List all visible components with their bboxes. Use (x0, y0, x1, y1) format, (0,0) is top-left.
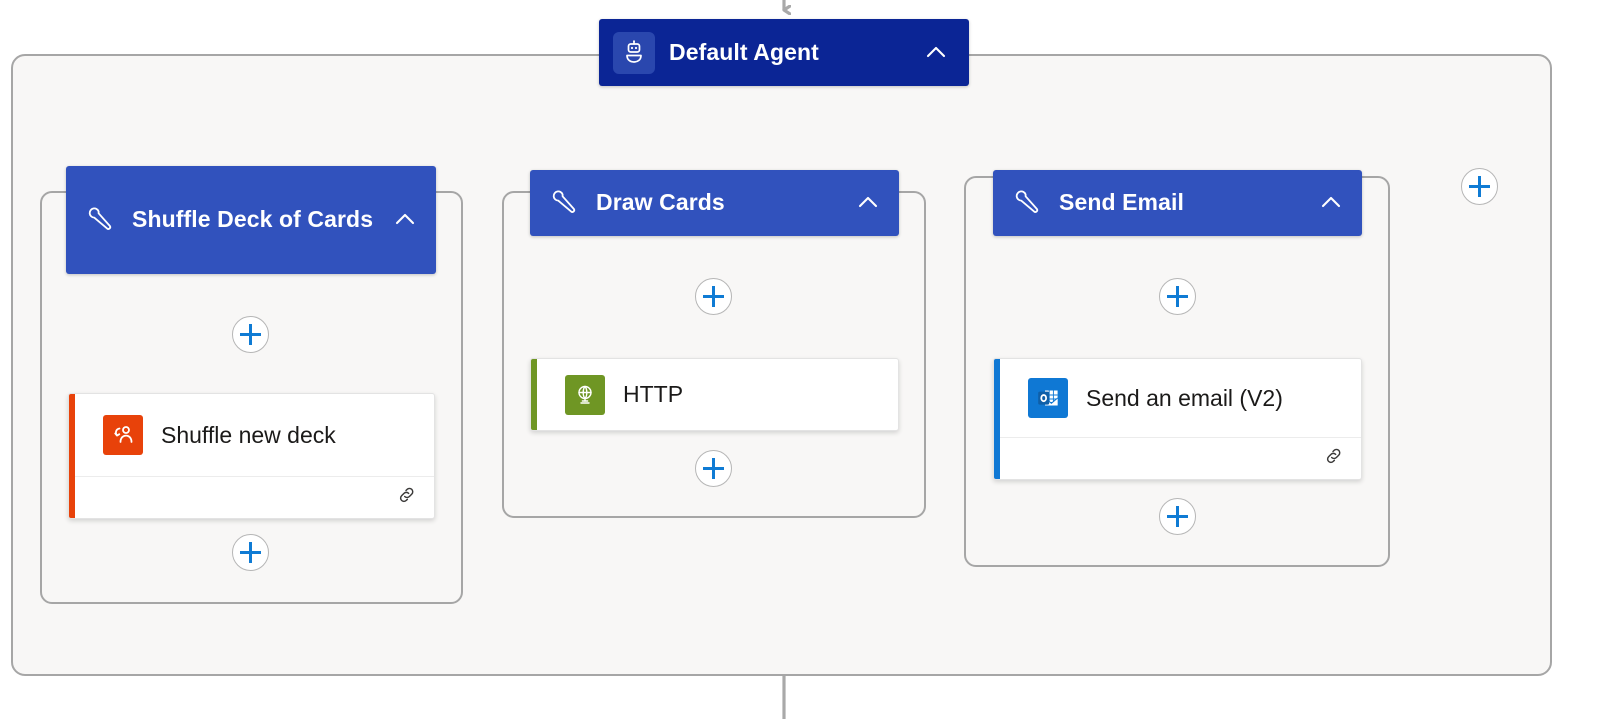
wrench-icon (552, 190, 578, 216)
add-step-button-draw-top[interactable] (695, 278, 732, 315)
action-card-send-an-email[interactable]: Send an email (V2) (993, 358, 1362, 480)
card-label: Shuffle new deck (161, 421, 336, 448)
action-card-shuffle-new-deck[interactable]: Shuffle new deck (68, 393, 435, 519)
node-title: Draw Cards (596, 189, 725, 216)
card-header-row: Shuffle new deck (69, 394, 434, 476)
node-default-agent[interactable]: Default Agent (599, 19, 969, 86)
add-step-button-shuffle-middle[interactable] (232, 316, 269, 353)
chevron-up-icon[interactable] (1316, 188, 1346, 218)
plus-icon-vertical (249, 324, 252, 345)
outlook-icon (1028, 378, 1068, 418)
plus-icon-vertical (1176, 286, 1179, 307)
card-accent-bar (69, 394, 75, 518)
card-accent-bar (994, 359, 1000, 479)
action-card-http[interactable]: HTTP (530, 358, 899, 431)
shuffle-person-icon (103, 415, 143, 455)
add-step-button-email-top[interactable] (1159, 278, 1196, 315)
card-accent-bar (531, 359, 537, 430)
card-header-row: HTTP (531, 359, 898, 430)
node-send-email[interactable]: Send Email (993, 170, 1362, 236)
robot-icon (613, 31, 655, 74)
card-footer-row (69, 476, 434, 518)
link-chain-icon[interactable] (1323, 445, 1345, 472)
globe-icon (565, 374, 605, 415)
plus-icon-vertical (712, 286, 715, 307)
card-header-row: Send an email (V2) (994, 359, 1361, 437)
node-draw-cards[interactable]: Draw Cards (530, 170, 899, 236)
plus-icon-vertical (249, 542, 252, 563)
card-label: Send an email (V2) (1086, 384, 1283, 411)
node-shuffle-deck-of-cards[interactable]: Shuffle Deck of Cards (66, 166, 436, 274)
add-step-button-email-bottom[interactable] (1159, 498, 1196, 535)
wrench-icon (1015, 190, 1041, 216)
card-label: HTTP (623, 381, 684, 408)
plus-icon-vertical (1176, 506, 1179, 527)
plus-icon-vertical (712, 458, 715, 479)
chevron-up-icon[interactable] (921, 38, 951, 68)
node-title: Default Agent (669, 38, 819, 65)
wrench-icon (88, 207, 114, 233)
card-footer-row (994, 437, 1361, 479)
link-chain-icon[interactable] (396, 484, 418, 511)
node-title: Shuffle Deck of Cards (132, 206, 374, 233)
node-title: Send Email (1059, 189, 1184, 216)
plus-icon-vertical (1478, 176, 1481, 197)
add-step-button-shuffle-bottom[interactable] (232, 534, 269, 571)
add-tool-button[interactable] (1461, 168, 1498, 205)
add-step-button-draw-bottom[interactable] (695, 450, 732, 487)
chevron-up-icon[interactable] (853, 188, 883, 218)
chevron-up-icon[interactable] (390, 205, 420, 235)
